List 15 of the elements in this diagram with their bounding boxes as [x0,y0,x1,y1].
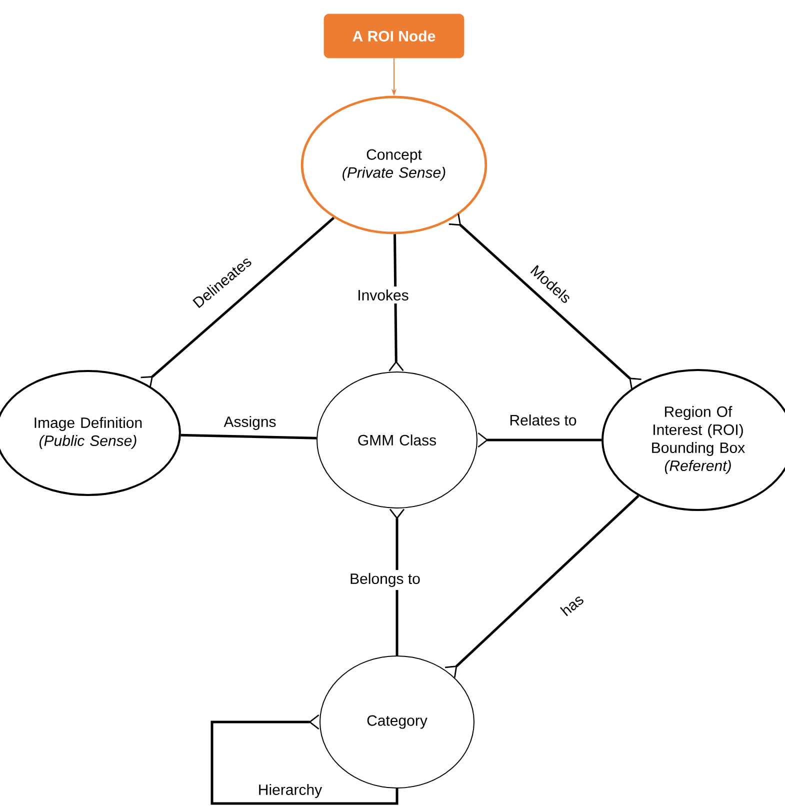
connector [180,434,317,440]
edge-label: Belongs to [346,570,424,590]
edge-label: Hierarchy [259,784,322,798]
connector [388,234,404,372]
connector [389,508,405,656]
connector [210,714,398,805]
connector [478,432,602,448]
edge-label: has [560,596,584,616]
connector [448,214,642,390]
connector [445,494,640,678]
node-box: A ROI Node [324,14,464,58]
edge-label: Assigns [224,416,276,430]
edge-label: Invokes [354,286,412,304]
edge-label: Relates to [510,414,576,426]
connector [140,216,335,388]
